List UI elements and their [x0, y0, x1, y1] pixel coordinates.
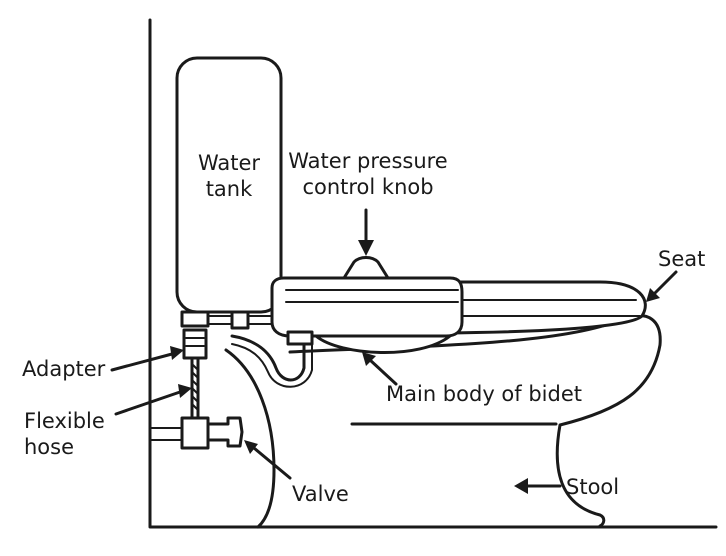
water-tank-label: Water tank: [182, 150, 276, 202]
adapter-label: Adapter: [22, 357, 106, 381]
bidet-elbow-pipe-inner: [231, 339, 313, 388]
valve-arrow-line: [252, 446, 292, 480]
flexible-hose-label-line1: Flexible: [24, 409, 105, 433]
water-tank-label-line1: Water: [197, 151, 261, 175]
hose-arrowhead: [178, 384, 192, 398]
bidet-elbow-pipe: [230, 334, 306, 382]
main-body-label: Main body of bidet: [386, 382, 582, 406]
hose-arrow-line: [114, 390, 182, 416]
water-tank-label-line2: tank: [205, 177, 253, 201]
water-tank: [175, 56, 283, 314]
bidet-underside: [314, 334, 452, 355]
adapter-threads: [185, 337, 205, 347]
flexible-hose-label: Flexible hose: [24, 408, 105, 460]
seat-arrowhead: [646, 288, 660, 302]
flexible-hose-label-line2: hose: [24, 435, 75, 459]
toilet-bowl: [224, 348, 276, 529]
stool-arrowhead: [514, 478, 528, 494]
wall-line: [148, 18, 718, 529]
adapter-arrowhead: [170, 346, 184, 360]
pressure-knob: [342, 256, 390, 280]
seat-arrow-line: [652, 270, 678, 296]
pressure-knob-label-line2: control knob: [302, 175, 434, 199]
valve-pipe: [149, 427, 183, 441]
flexible-hose-braid: [191, 363, 199, 411]
stool-label: Stool: [566, 475, 620, 499]
knob-arrowhead: [358, 240, 374, 256]
pressure-knob-label: Water pressure control knob: [282, 148, 454, 200]
valve-arrowhead: [244, 440, 258, 454]
valve-label: Valve: [292, 482, 349, 506]
tank-outlet-nut: [180, 310, 210, 328]
elbow-fitting: [286, 330, 314, 346]
toilet-bowl-front: [288, 314, 662, 528]
valve-body: [180, 416, 210, 450]
bidet-main-body: [270, 276, 464, 338]
adapter: [182, 328, 208, 360]
pipe-connector: [230, 310, 250, 330]
seat-label: Seat: [658, 247, 706, 271]
valve-handle: [206, 416, 244, 448]
seat: [438, 280, 647, 335]
main-body-arrow-line: [368, 358, 398, 386]
pressure-knob-label-line1: Water pressure: [288, 149, 448, 173]
adapter-arrow-line: [110, 352, 174, 372]
main-body-arrowhead: [362, 352, 376, 366]
